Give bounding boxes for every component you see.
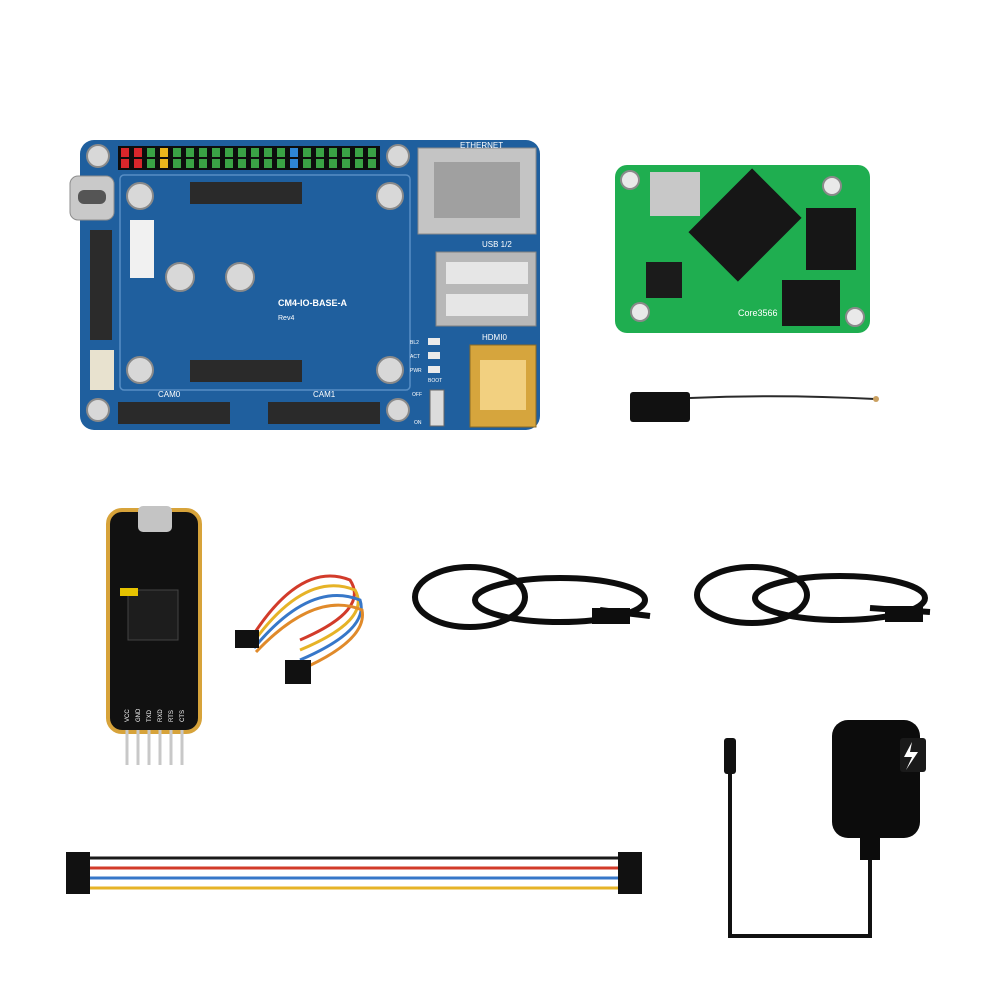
gpio-pin [342,148,350,157]
gpio-pin [225,148,233,157]
pmic-chip [646,262,682,298]
adapter-cable [728,770,872,938]
hdmi-label: HDMI0 [482,333,507,342]
gpio-pin [121,148,129,157]
usb-uart-module: VCC GND TXD RXD RTS CTS [106,506,202,765]
soc-chip [688,168,802,282]
cam0-label: CAM0 [158,390,181,399]
io-board-mount-holes [86,144,410,422]
core3566-module: Core3566 [615,165,870,333]
svg-text:TXD: TXD [147,709,153,722]
gpio-pin [277,148,285,157]
gpio-pin [186,159,194,168]
svg-text:VCC: VCC [125,709,131,722]
gpio-pin [186,148,194,157]
io-board-cm-footprint [119,174,411,391]
gpio-header [118,146,380,170]
gpio-pin [290,148,298,157]
lightning-icon [904,742,918,770]
gpio-pin [290,159,298,168]
gpio-pin [199,159,207,168]
svg-text:ACT: ACT [410,354,420,360]
gpio-pin [199,148,207,157]
gpio-pin [173,148,181,157]
long-jumper-wires [66,852,642,894]
power-switch [429,389,445,427]
svg-text:CTS: CTS [180,710,186,722]
adapter-plug [724,738,736,774]
gpio-pin [212,148,220,157]
io-board-revision: Rev4 [278,315,294,322]
ethernet-label: ETHERNET [460,141,503,150]
gpio-pin [355,148,363,157]
cam1-label: CAM1 [313,390,336,399]
gpio-pin [134,148,142,157]
gpio-pin [329,159,337,168]
uart-pins [125,730,184,765]
adapter-body [832,720,920,838]
gpio-pin [355,159,363,168]
switch-off-label: OFF [412,392,422,398]
fan-connector [90,350,114,390]
wifi-antenna [630,392,879,422]
gpio-pin [316,148,324,157]
display-ffc-connector [90,230,112,340]
gpio-pin [342,159,350,168]
gpio-pin [277,159,285,168]
gpio-pin [160,148,168,157]
gpio-pin [251,148,259,157]
gpio-pin [303,159,311,168]
gpio-pin [147,159,155,168]
b2b-connector-bottom [190,360,302,382]
gpio-pin [368,159,376,168]
cam1-connector [268,402,380,424]
gpio-pin [160,159,168,168]
gpio-pin [238,159,246,168]
status-leds: BL2 ACT PWR [410,338,440,374]
uart-pin-labels: VCC GND TXD RXD RTS CTS [125,708,186,722]
emmc-chip [782,280,840,326]
gpio-pin [316,159,324,168]
svg-text:RXD: RXD [158,709,164,722]
gpio-pin [134,159,142,168]
svg-text:RTS: RTS [169,710,175,722]
usb-label: USB 1/2 [482,240,512,249]
uart-chip [127,589,179,641]
uart-usb-c [138,506,172,532]
gpio-pin [303,148,311,157]
io-base-board: ETHERNET USB 1/2 HDMI0 BL2 ACT PWR BOOT … [69,140,540,430]
gpio-pin [225,159,233,168]
gpio-pin [173,159,181,168]
gpio-pin [147,148,155,157]
wifi-shield [650,172,700,216]
gpio-pin [264,159,272,168]
switch-on-label: ON [414,420,422,426]
gpio-pin [212,159,220,168]
core-module-label: Core3566 [738,308,778,318]
gpio-pin [368,148,376,157]
gpio-pin [251,159,259,168]
gpio-pin [238,148,246,157]
svg-text:BL2: BL2 [410,340,419,346]
gpio-pin [264,148,272,157]
sd-card-slot [130,220,154,278]
boot-label: BOOT [428,378,442,384]
dupont-wire-bundle [235,574,364,684]
gpio-pin [121,159,129,168]
svg-text:PWR: PWR [410,368,422,374]
svg-text:GND: GND [136,708,142,722]
b2b-connector-top [190,182,302,204]
io-board-title: CM4-IO-BASE-A [278,298,347,308]
gpio-pin [329,148,337,157]
cam0-connector [118,402,230,424]
ram-chip [806,208,856,270]
usb-cable-1 [412,564,651,630]
power-adapter [724,720,926,938]
usb-cable-2 [694,564,931,626]
